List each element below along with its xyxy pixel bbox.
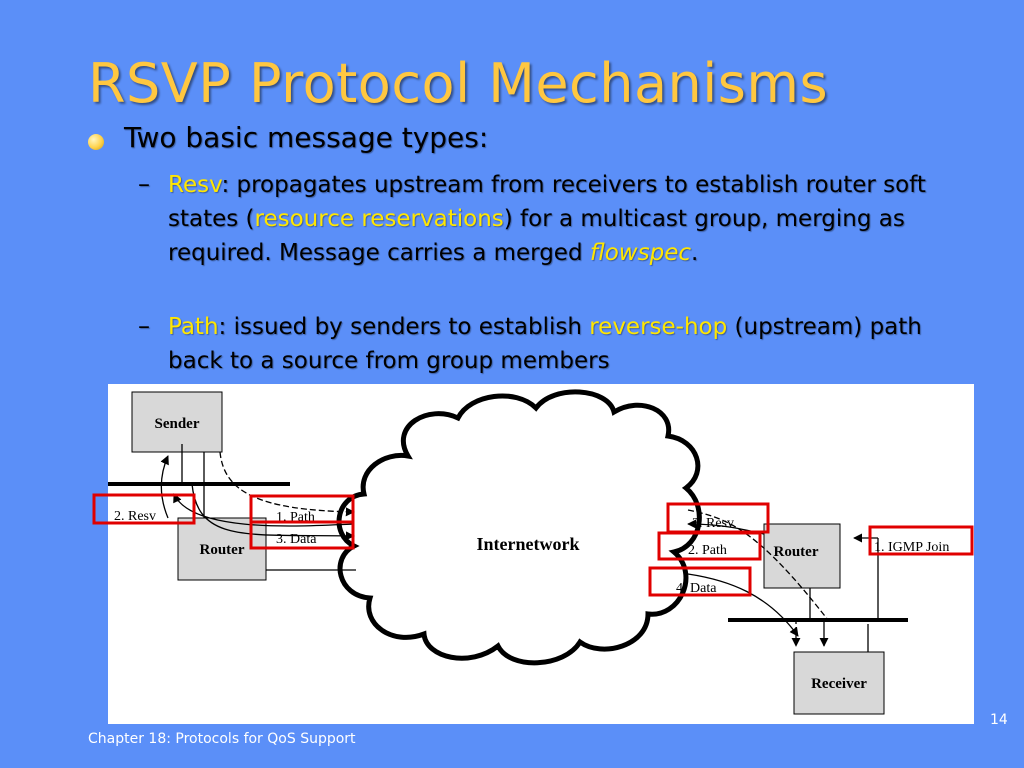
rsvp-diagram: Sender Router Router Receiver Internetwo… [108,384,974,724]
callout-resv-left [92,493,196,525]
label-data-left: 3. Data [276,532,317,547]
dash-1: – [138,170,150,198]
receiver-label: Receiver [811,676,867,692]
resv-text-b: ) for a multicast group, merging as requ… [168,206,905,266]
dash-2: – [138,312,150,340]
path-text-a: : issued by senders to establish [218,314,590,340]
internetwork-label: Internetwork [477,534,580,554]
sender-box [131,391,223,453]
resv-arrow-to-sender [160,455,169,519]
callout-resv-right [666,502,770,534]
sender-label: Sender [155,416,200,432]
term-path: Path [168,314,219,340]
term-flowspec: flowspec [589,240,691,266]
bullet-main: Two basic message types: [124,121,489,154]
term-resource-reservations: resource reservations [254,206,504,232]
router-right-box [763,523,841,589]
callout-data-left [249,520,355,550]
sub-bullet-path: Path: issued by senders to establish rev… [168,310,978,378]
internetwork-cloud [336,389,702,666]
label-resv-left: 2. Resv [114,509,156,524]
callout-path-left [249,494,355,524]
path-text-b: (upstream) path back to a source from gr… [168,314,922,374]
label-path-right: 2. Path [688,543,727,558]
bullet-dot-icon [88,134,104,150]
term-resv: Resv [168,172,222,198]
footer-chapter: Chapter 18: Protocols for QoS Support [88,731,356,747]
sub-bullet-resv: Resv: propagates upstream from receivers… [168,168,978,270]
label-resv-right: 3. Resv [692,516,734,531]
data-arrow-left [191,483,355,541]
callout-path-right [657,531,762,561]
receiver-box [793,651,885,715]
resv-text-a: : propagates upstream from receivers to … [168,172,926,232]
router-right-label: Router [774,544,819,560]
label-data-right: 4. Data [676,581,717,596]
callout-igmp-join [868,525,974,556]
term-reverse-hop: reverse-hop [589,314,728,340]
label-igmp-join: 1. IGMP Join [874,540,949,555]
callout-data-right [648,566,752,597]
page-number: 14 [990,712,1008,728]
resv-text-c: . [691,240,699,266]
slide-title: RSVP Protocol Mechanisms [88,52,829,115]
router-left-label: Router [200,542,245,558]
data-arrow-right [687,573,799,637]
diagram-canvas: Sender Router Router Receiver Internetwo… [108,389,949,715]
